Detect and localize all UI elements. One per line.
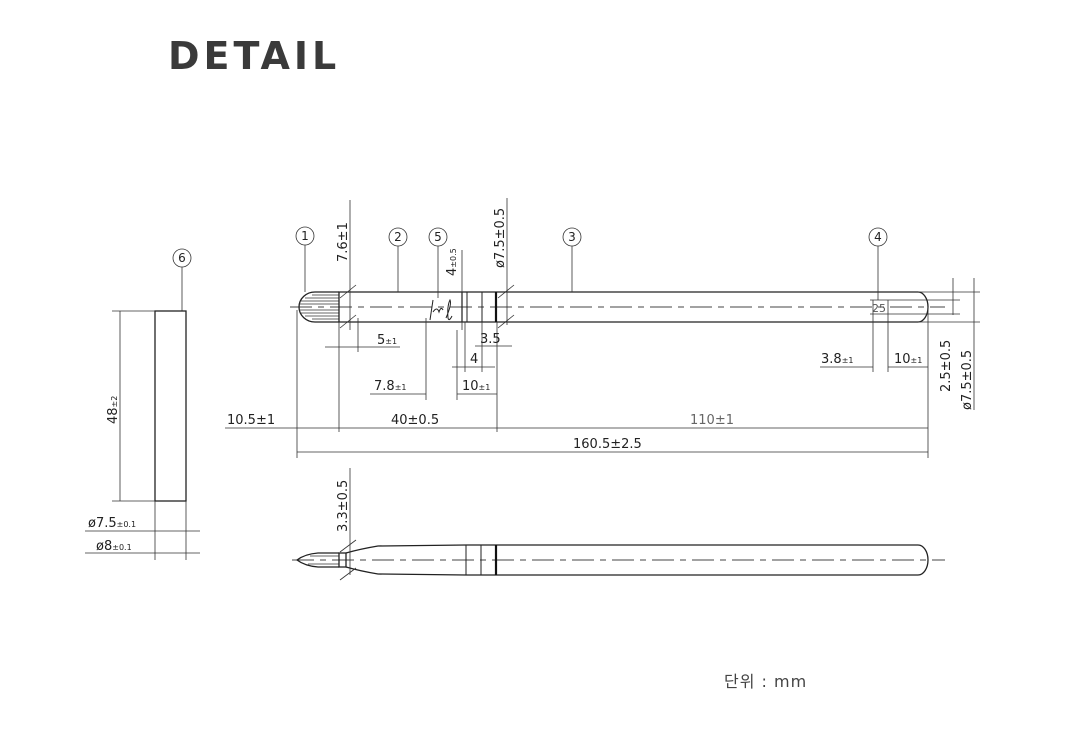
svg-text:2: 2 xyxy=(394,230,402,244)
svg-text:6: 6 xyxy=(178,251,186,265)
dim-10: 10±1 xyxy=(462,379,490,394)
dim-end-diameter: ø7.5±0.5 xyxy=(960,350,975,410)
dim-3-8: 3.8±1 xyxy=(821,352,853,367)
brush-side-view xyxy=(292,468,945,581)
balloon-6: 6 xyxy=(172,248,192,311)
dim-tip-length: 10.5±1 xyxy=(227,413,275,428)
dim-end-hole: 2.5±0.5 xyxy=(939,340,954,392)
dim-side-tip: 3.3±0.5 xyxy=(336,480,351,532)
dim-band-width: 4±0.5 xyxy=(445,248,460,276)
balloon-2: 2 xyxy=(388,227,408,292)
dim-7-8: 7.8±1 xyxy=(374,379,406,394)
brush-top-view xyxy=(290,291,960,323)
end-marker: 25 xyxy=(872,302,886,315)
unit-label: 단위 : mm xyxy=(724,672,808,691)
dim-handle-length: 110±1 xyxy=(690,413,734,428)
dim-10-end: 10±1 xyxy=(894,352,922,367)
balloon-4: 4 xyxy=(868,227,888,300)
svg-text:5: 5 xyxy=(434,230,442,244)
dim-cap-outer: ø8±0.1 xyxy=(96,539,132,554)
balloon-1: 1 xyxy=(295,226,315,292)
dim-ferrule-length: 40±0.5 xyxy=(391,413,439,428)
dim-cap-inner: ø7.5±0.1 xyxy=(88,516,136,531)
dimension-lines xyxy=(225,198,980,458)
cap-view xyxy=(85,310,200,560)
dim-body-diameter: ø7.5±0.5 xyxy=(493,208,508,268)
svg-text:4: 4 xyxy=(874,230,882,244)
dim-tip-height: 7.6±1 xyxy=(336,222,351,262)
dim-cap-length: 48±2 xyxy=(106,396,121,424)
dim-5: 5±1 xyxy=(377,333,397,348)
page-title: DETAIL xyxy=(168,34,341,78)
dim-4: 4 xyxy=(470,352,478,367)
dim-total-length: 160.5±2.5 xyxy=(573,437,642,452)
balloon-5: 5 xyxy=(428,227,448,298)
svg-text:3: 3 xyxy=(568,230,576,244)
svg-text:1: 1 xyxy=(301,229,309,243)
dim-3-5: 3.5 xyxy=(480,332,501,347)
balloon-3: 3 xyxy=(562,227,582,292)
